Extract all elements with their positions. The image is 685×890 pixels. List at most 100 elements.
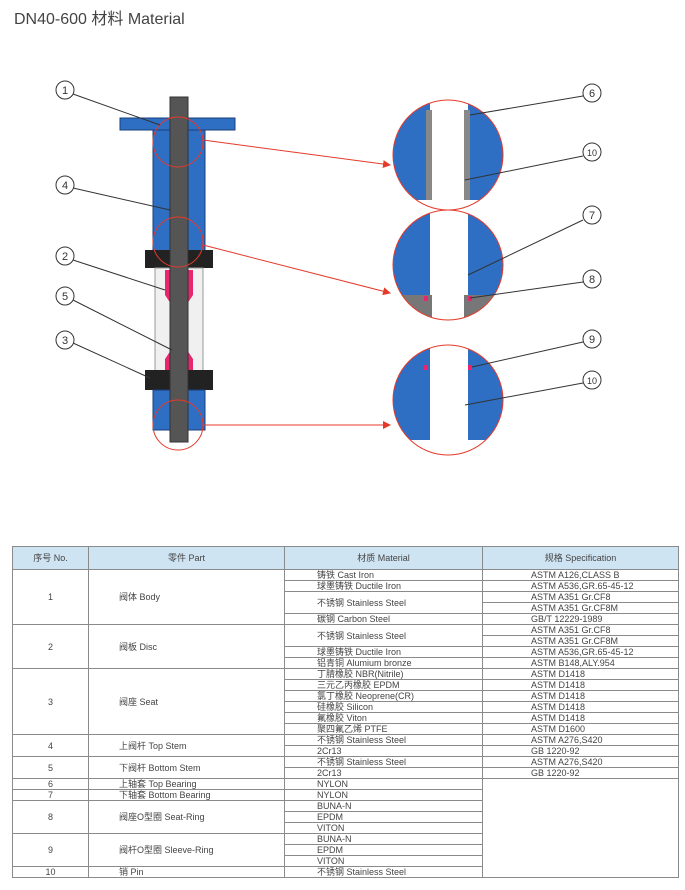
- svg-text:6: 6: [589, 88, 595, 100]
- specification: ASTM D1418: [482, 690, 679, 702]
- svg-text:10: 10: [587, 376, 597, 386]
- callout-5: 5: [55, 286, 75, 306]
- valve-diagram: 1 4 2 5 3 6 10 7 8 9 10: [55, 80, 602, 456]
- material-name: 氟橡胶 Viton: [284, 712, 483, 724]
- valve-body-drawing: [119, 96, 391, 451]
- specification: ASTM A351 Gr.CF8: [482, 591, 679, 603]
- callout-3: 3: [55, 330, 75, 350]
- callout-10b: 10: [582, 370, 602, 390]
- material-name: 球墨铸铁 Ductile Iron: [284, 580, 483, 592]
- specification: ASTM D1600: [482, 723, 679, 735]
- material-name: 不锈钢 Stainless Steel: [284, 866, 483, 878]
- specification: ASTM A276,S420: [482, 734, 679, 746]
- part-number: 10: [12, 866, 89, 878]
- header-no: 序号 No.: [12, 546, 89, 570]
- svg-text:7: 7: [589, 210, 595, 222]
- specification: ASTM A536,GR.65-45-12: [482, 646, 679, 658]
- specification: ASTM D1418: [482, 679, 679, 691]
- specification: ASTM D1418: [482, 701, 679, 713]
- part-name: 下轴套 Bottom Bearing: [88, 789, 285, 801]
- header-material: 材质 Material: [284, 546, 483, 570]
- material-name: 不锈钢 Stainless Steel: [284, 734, 483, 746]
- table-row: 氯丁橡胶 Neoprene(CR)ASTM D1418: [13, 690, 679, 702]
- specification: ASTM A351 Gr.CF8: [482, 624, 679, 636]
- callout-6: 6: [582, 83, 602, 103]
- svg-text:8: 8: [589, 274, 595, 286]
- specification: ASTM D1418: [482, 712, 679, 724]
- part-name: 阀板 Disc: [88, 624, 285, 669]
- material-name: 2Cr13: [284, 767, 483, 779]
- material-name: BUNA-N: [284, 800, 483, 812]
- specification-empty: [482, 778, 679, 878]
- material-name: EPDM: [284, 811, 483, 823]
- material-name: 2Cr13: [284, 745, 483, 757]
- material-name: VITON: [284, 855, 483, 867]
- part-name: 阀座 Seat: [88, 668, 285, 735]
- specification: ASTM A126,CLASS B: [482, 569, 679, 581]
- specification: ASTM A351 Gr.CF8M: [482, 635, 679, 647]
- specification: GB/T 12229-1989: [482, 613, 679, 625]
- part-name: 上轴套 Top Bearing: [88, 778, 285, 790]
- header-part: 零件 Part: [88, 546, 285, 570]
- material-name: 铸铁 Cast Iron: [284, 569, 483, 581]
- part-number: 7: [12, 789, 89, 801]
- callout-9: 9: [582, 329, 602, 349]
- svg-text:10: 10: [587, 148, 597, 158]
- part-number: 2: [12, 624, 89, 669]
- material-name: 三元乙丙橡胶 EPDM: [284, 679, 483, 691]
- callout-10a: 10: [582, 142, 602, 162]
- svg-text:2: 2: [62, 251, 68, 263]
- part-number: 8: [12, 800, 89, 834]
- callout-7: 7: [582, 205, 602, 225]
- specification: ASTM A276,S420: [482, 756, 679, 768]
- specification: ASTM A351 Gr.CF8M: [482, 602, 679, 614]
- page-title: DN40-600 材料 Material: [14, 11, 185, 28]
- material-name: 不锈钢 Stainless Steel: [284, 756, 483, 768]
- specification: ASTM B148,ALY.954: [482, 657, 679, 669]
- material-name: 丁腈橡胶 NBR(Nitrile): [284, 668, 483, 680]
- specification: GB 1220-92: [482, 767, 679, 779]
- svg-text:4: 4: [62, 180, 68, 192]
- material-name: NYLON: [284, 789, 483, 801]
- svg-text:9: 9: [589, 334, 595, 346]
- material-name: BUNA-N: [284, 833, 483, 845]
- svg-text:1: 1: [62, 85, 68, 97]
- material-name: 不锈钢 Stainless Steel: [284, 624, 483, 647]
- specification: ASTM D1418: [482, 668, 679, 680]
- detail-middle: [393, 210, 503, 320]
- part-name: 上阀杆 Top Stem: [88, 734, 285, 757]
- part-number: 1: [12, 569, 89, 625]
- table-header-row: 序号 No. 零件 Part 材质 Material 规格 Specificat…: [12, 546, 679, 570]
- callout-4: 4: [55, 175, 75, 195]
- material-name: NYLON: [284, 778, 483, 790]
- detail-top: [393, 100, 503, 210]
- material-name: EPDM: [284, 844, 483, 856]
- part-name: 销 Pin: [88, 866, 285, 878]
- callout-2: 2: [55, 246, 75, 266]
- callout-1: 1: [55, 80, 75, 100]
- part-name: 阀体 Body: [88, 569, 285, 625]
- material-name: 氯丁橡胶 Neoprene(CR): [284, 690, 483, 702]
- materials-table: 序号 No. 零件 Part 材质 Material 规格 Specificat…: [12, 546, 679, 878]
- material-name: 不锈钢 Stainless Steel: [284, 591, 483, 614]
- part-name: 下阀杆 Bottom Stem: [88, 756, 285, 779]
- specification: GB 1220-92: [482, 745, 679, 757]
- part-number: 6: [12, 778, 89, 790]
- part-number: 9: [12, 833, 89, 867]
- callout-8: 8: [582, 269, 602, 289]
- material-name: 聚四氟乙烯 PTFE: [284, 723, 483, 735]
- material-name: 球墨铸铁 Ductile Iron: [284, 646, 483, 658]
